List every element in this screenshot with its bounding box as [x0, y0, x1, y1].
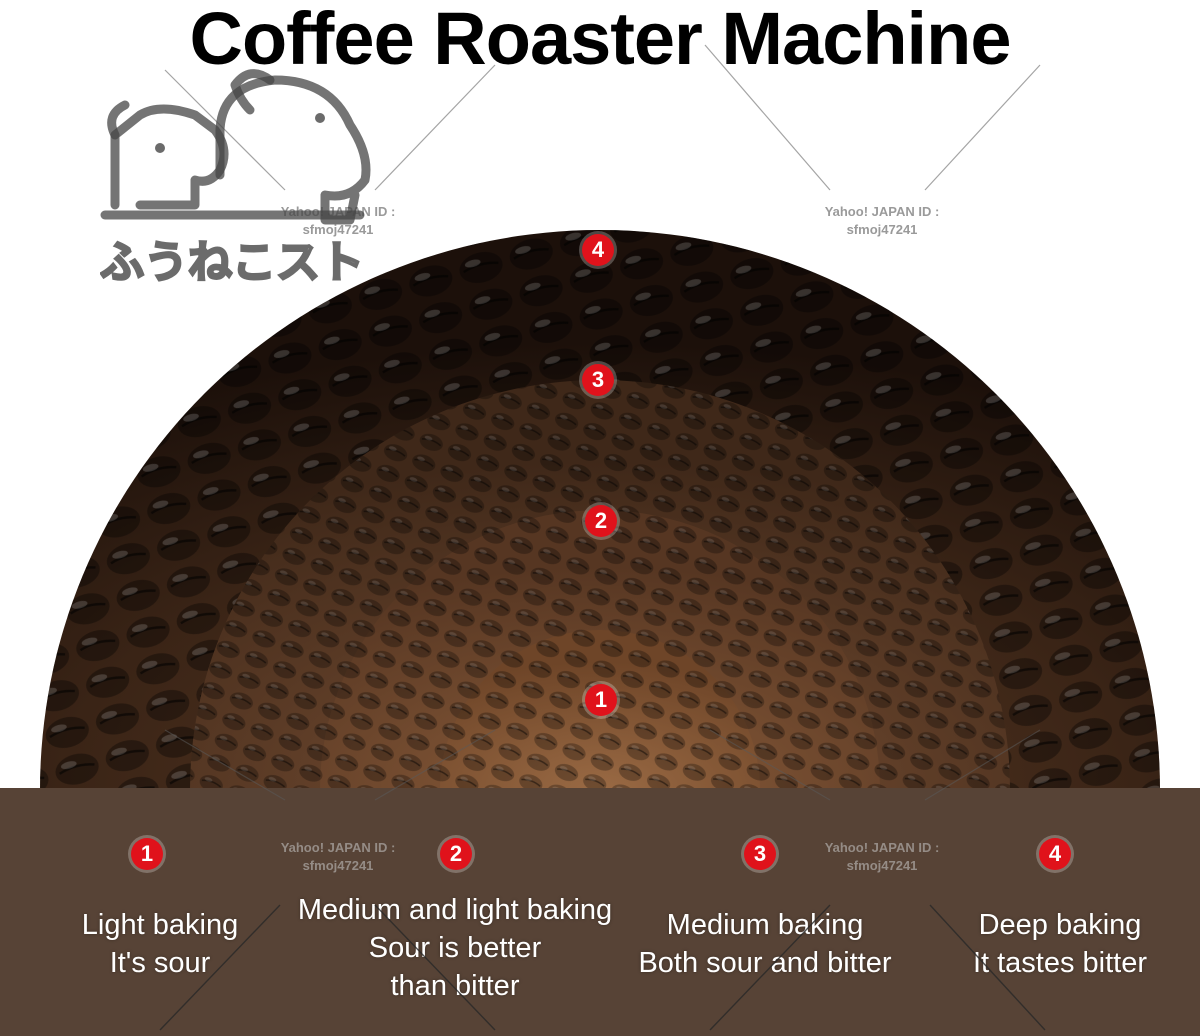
watermark-logo-text: ふうねこスト [100, 237, 364, 288]
watermark-id-top-right: Yahoo! JAPAN ID : sfmoj47241 [824, 204, 940, 237]
watermark-pet-logo: ふうねこスト [100, 69, 371, 289]
level-3-taste: Both sour and bitter [638, 947, 892, 979]
level-3-name: Medium baking [666, 909, 864, 941]
level-2-taste: Sour is better [368, 932, 542, 964]
level-2-badge: 2 [440, 838, 472, 870]
level-4-description: Deep baking It tastes bitter [930, 906, 1190, 982]
watermark-id-bottom-left: Yahoo! JAPAN ID : sfmoj47241 [280, 840, 396, 873]
roast-level-3-marker: 3 [582, 364, 614, 396]
roast-level-1-marker: 1 [585, 684, 617, 716]
level-4-taste: It tastes bitter [972, 947, 1148, 979]
level-2-description: Medium and light baking Sour is better t… [270, 891, 640, 1005]
level-1-description: Light baking It's sour [40, 906, 280, 982]
level-3-badge: 3 [744, 838, 776, 870]
level-2-name: Medium and light baking [297, 894, 613, 926]
level-4-badge: 4 [1039, 838, 1071, 870]
roast-level-2-marker: 2 [585, 505, 617, 537]
roast-level-4-marker: 4 [582, 234, 614, 266]
page-title: Coffee Roaster Machine [189, 0, 1012, 80]
level-2-taste-cont: than bitter [390, 970, 520, 1002]
roast-levels-panel: 1 2 3 4 Light baking It's sour Medium an… [0, 788, 1200, 1036]
level-1-taste: It's sour [109, 947, 211, 979]
level-4-name: Deep baking [978, 909, 1142, 941]
watermark-id-bottom-right: Yahoo! JAPAN ID : sfmoj47241 [824, 840, 940, 873]
level-1-badge: 1 [131, 838, 163, 870]
level-1-name: Light baking [81, 909, 239, 941]
level-3-description: Medium baking Both sour and bitter [610, 906, 920, 982]
